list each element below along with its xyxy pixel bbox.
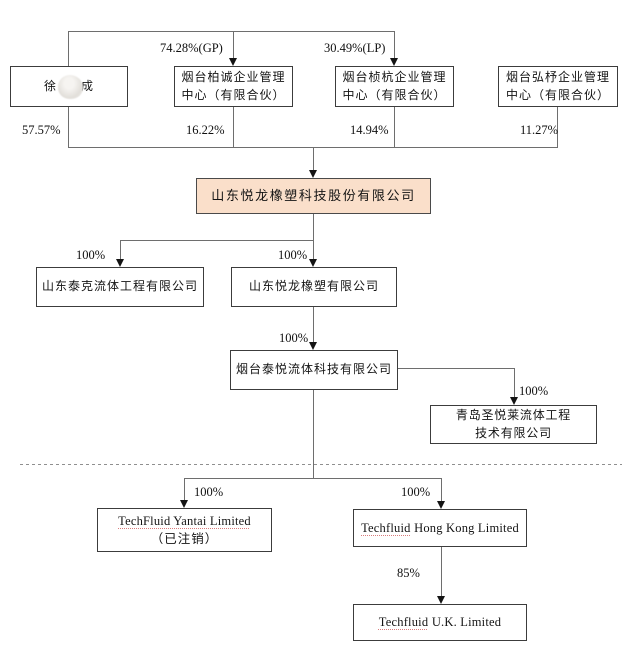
- connector-to-qingdao: [514, 368, 515, 398]
- arrowhead-icon: [436, 500, 445, 509]
- connector-hk-to-uk: [441, 547, 442, 597]
- node-label-word1: Techfluid: [361, 520, 411, 535]
- connector-yuelong-to-taiyue: [313, 307, 314, 343]
- edge-label-taiyue-pct: 100%: [279, 331, 309, 345]
- connector-to-techfluid-yantai: [184, 478, 185, 501]
- node-label-line2: 中心（有限合伙）: [342, 87, 447, 102]
- connector-person-up: [68, 31, 69, 67]
- node-label-line1: 烟台柏诚企业管理: [181, 70, 286, 85]
- node-label-line1: 青岛圣悦莱流体工程: [455, 408, 572, 423]
- node-label-line1: TechFluid Yantai Limited: [118, 513, 251, 528]
- node-shareholder-person: 徐成: [10, 66, 128, 107]
- divider-dashed-line: [20, 464, 622, 465]
- connector-taiyue-down: [313, 390, 314, 478]
- connector-bus-to-main: [313, 147, 314, 171]
- edge-label-yuelong-pct: 100%: [278, 248, 308, 262]
- node-label: 山东悦龙橡塑科技股份有限公司: [211, 187, 416, 203]
- node-label: 山东泰克流体工程有限公司: [41, 279, 198, 294]
- arrowhead-icon: [228, 57, 237, 66]
- connector-baicheng-down: [233, 107, 234, 147]
- edge-label-uk-pct: 85%: [397, 566, 420, 580]
- edge-label-taike-pct: 100%: [76, 248, 106, 262]
- connector-split-subsidiaries: [120, 240, 314, 241]
- connector-to-techfluid-hk: [441, 478, 442, 502]
- edge-label-zhenhang-pct: 14.94%: [350, 123, 389, 137]
- node-label-line2: 中心（有限合伙）: [181, 87, 286, 102]
- node-label: 烟台泰悦流体科技有限公司: [235, 362, 392, 377]
- arrowhead-icon: [308, 169, 317, 178]
- node-label-line1: 烟台桢杭企业管理: [342, 70, 447, 85]
- node-yuelong-ltd: 山东悦龙橡塑有限公司: [231, 267, 397, 307]
- connector-top-bus: [68, 31, 395, 32]
- node-label-word1: Techfluid: [378, 615, 429, 630]
- person-name-last: 成: [81, 78, 95, 93]
- arrowhead-icon: [436, 595, 445, 604]
- edge-label-techfluid-hk-pct: 100%: [401, 485, 431, 499]
- edge-label-gp: 74.28%(GP): [160, 41, 223, 55]
- connector-to-taike: [120, 240, 121, 260]
- node-zhenhang-partnership: 烟台桢杭企业管理 中心（有限合伙）: [335, 66, 454, 107]
- edge-label-person-pct: 57.57%: [22, 123, 61, 137]
- connector-main-down: [313, 214, 314, 241]
- node-hongzhu-partnership: 烟台弘杼企业管理 中心（有限合伙）: [498, 66, 618, 107]
- edge-label-baicheng-pct: 16.22%: [186, 123, 225, 137]
- node-techfluid-yantai: TechFluid Yantai Limited （已注销）: [97, 508, 272, 552]
- connector-hongzhu-down: [557, 107, 558, 148]
- node-qingdao: 青岛圣悦莱流体工程 技术有限公司: [430, 405, 597, 444]
- arrowhead-icon: [179, 499, 188, 508]
- node-taike: 山东泰克流体工程有限公司: [36, 267, 204, 307]
- arrowhead-icon: [308, 258, 317, 267]
- node-main-company: 山东悦龙橡塑科技股份有限公司: [196, 178, 431, 214]
- person-name: 徐成: [43, 74, 95, 99]
- node-baicheng-partnership: 烟台柏诚企业管理 中心（有限合伙）: [174, 66, 293, 107]
- connector-taiyue-right: [398, 368, 514, 369]
- redaction-blob: [58, 74, 83, 99]
- connector-person-down: [68, 107, 69, 147]
- edge-label-qingdao-pct: 100%: [519, 384, 549, 398]
- arrowhead-icon: [389, 57, 398, 66]
- node-label-line1: 烟台弘杼企业管理: [505, 70, 610, 85]
- connector-to-baicheng: [233, 31, 234, 58]
- edge-label-techfluid-yantai-pct: 100%: [194, 485, 224, 499]
- node-label-rest: U.K. Limited: [431, 615, 502, 630]
- connector-zhenhang-down: [394, 107, 395, 147]
- node-label: 山东悦龙橡塑有限公司: [248, 279, 379, 294]
- node-label-line2: （已注销）: [150, 532, 219, 546]
- arrowhead-icon: [509, 396, 518, 405]
- connector-to-zhenhang: [394, 31, 395, 58]
- arrowhead-icon: [308, 341, 317, 350]
- connector-split-overseas: [184, 478, 441, 479]
- node-label-rest: Hong Kong Limited: [414, 520, 519, 535]
- edge-label-hongzhu-pct: 11.27%: [520, 123, 559, 137]
- person-name-first: 徐: [43, 78, 57, 93]
- node-label-line2: 技术有限公司: [475, 425, 552, 440]
- arrowhead-icon: [115, 258, 124, 267]
- node-taiyue: 烟台泰悦流体科技有限公司: [230, 350, 398, 390]
- connector-to-yuelong: [313, 240, 314, 260]
- node-label-line2: 中心（有限合伙）: [505, 87, 610, 102]
- edge-label-lp: 30.49%(LP): [324, 41, 386, 55]
